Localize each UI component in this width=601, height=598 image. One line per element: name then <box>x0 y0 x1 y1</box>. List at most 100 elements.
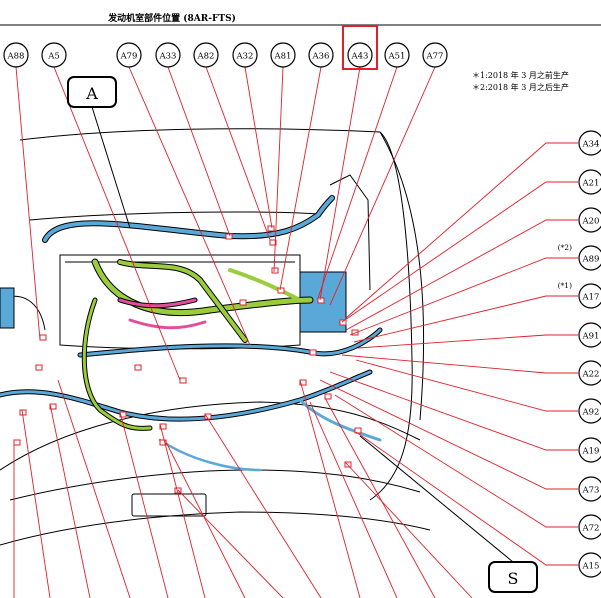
callout-a73[interactable]: A73 <box>578 476 601 502</box>
callout-label: A34 <box>582 140 600 150</box>
callout-circle <box>578 207 601 233</box>
leader-a72 <box>334 394 578 528</box>
leader-a89 <box>349 257 578 336</box>
callout-a88[interactable]: A88 <box>3 42 29 68</box>
callout-a91[interactable]: A91 <box>578 322 601 348</box>
callout-a15[interactable]: A15 <box>578 552 601 578</box>
leader-a15 <box>355 431 578 566</box>
callout-a43[interactable]: A43 <box>347 42 373 68</box>
callout-label: A20 <box>582 217 600 227</box>
callout-circle <box>578 360 601 386</box>
view-label-a[interactable]: A <box>67 76 117 108</box>
callout-a17[interactable]: A17 (*1) <box>558 281 601 309</box>
callout-label: A17 <box>582 293 600 303</box>
callout-circle <box>232 42 258 68</box>
leader-a33 <box>167 66 231 237</box>
leader-a79 <box>128 66 251 346</box>
leader-bottom <box>177 489 284 598</box>
callout-circle <box>308 42 334 68</box>
leader-a88 <box>15 66 41 341</box>
callout-label: A21 <box>582 179 600 189</box>
diagram-title: 发动机室部件位置 (8AR-FTS) <box>107 12 236 24</box>
callout-circle <box>155 42 181 68</box>
callout-a19[interactable]: A19 <box>578 437 601 463</box>
harness-pink <box>117 297 207 330</box>
callout-a72[interactable]: A72 <box>578 514 601 540</box>
callout-a51[interactable]: A51 <box>384 42 410 68</box>
callout-circle <box>578 283 601 309</box>
callout-circle <box>578 322 601 348</box>
callout-label: A77 <box>426 52 444 62</box>
view-label-a-text: A <box>85 84 98 103</box>
leader-a21 <box>341 181 578 323</box>
callout-label: A15 <box>582 562 600 572</box>
callout-circle <box>578 514 601 540</box>
callout-circle <box>422 42 448 68</box>
callout-label: A81 <box>274 52 292 62</box>
leader-a73 <box>319 379 578 490</box>
callout-label: A22 <box>582 370 600 380</box>
callout-a33[interactable]: A33 <box>155 42 181 68</box>
callout-circle <box>578 437 601 463</box>
callout-a21[interactable]: A21 <box>578 169 601 195</box>
callout-circle <box>3 42 29 68</box>
callout-circle <box>193 42 219 68</box>
callout-a22[interactable]: A22 <box>578 360 601 386</box>
callout-a92[interactable]: A92 <box>578 398 601 424</box>
callout-circle <box>578 476 601 502</box>
callout-circle <box>347 42 373 68</box>
callout-a34[interactable]: A34 <box>578 130 601 156</box>
callout-label: A79 <box>120 52 138 62</box>
leader-bottom <box>204 413 322 598</box>
callout-circle <box>578 552 601 578</box>
leader-bottom <box>119 411 169 598</box>
leader-lines <box>13 66 578 598</box>
callout-a32[interactable]: A32 <box>232 42 258 68</box>
view-label-s[interactable]: S <box>488 561 538 593</box>
view-label-s-text: S <box>508 569 519 588</box>
callout-label: A72 <box>582 524 600 534</box>
callout-a77[interactable]: A77 <box>422 42 448 68</box>
callout-a89[interactable]: A89(*2) <box>558 243 601 271</box>
callout-a79[interactable]: A79 <box>116 42 142 68</box>
callout-label: A92 <box>582 408 600 418</box>
callout-circle <box>384 42 410 68</box>
leader-bottom <box>344 461 473 598</box>
top-connector-callouts: A88 A5 A79 A33 A82 A32 A81 A36 A43 A51 A77 <box>3 42 448 68</box>
callout-circle <box>41 42 67 68</box>
callout-label: A51 <box>388 52 406 62</box>
leader-bottom <box>309 401 398 598</box>
note-2: ＊2:2018 年 3 月之后生产 <box>472 82 569 92</box>
callout-label: A5 <box>47 52 60 62</box>
callout-a36[interactable]: A36 <box>308 42 334 68</box>
leader-bottom <box>57 379 131 598</box>
callout-circle <box>578 245 601 271</box>
leader-a32 <box>244 66 273 229</box>
callout-a5[interactable]: A5 <box>41 42 67 68</box>
callout-note: (*1) <box>558 281 572 290</box>
leader-a36 <box>279 66 322 291</box>
callout-circle <box>116 42 142 68</box>
callout-circle <box>578 169 601 195</box>
leader-a20 <box>345 219 578 331</box>
callout-circle <box>578 398 601 424</box>
leader-a5 <box>53 66 181 381</box>
callout-a82[interactable]: A82 <box>193 42 219 68</box>
leader-a77 <box>329 66 436 306</box>
callout-label: A88 <box>7 52 25 62</box>
leader-bottom <box>164 439 246 598</box>
callout-label: A32 <box>236 52 254 62</box>
leader-bottom <box>159 423 206 598</box>
callout-circle <box>270 42 296 68</box>
leader-a17 <box>353 295 578 343</box>
callout-label: A89 <box>582 255 600 265</box>
callout-a81[interactable]: A81 <box>270 42 296 68</box>
callout-a20[interactable]: A20 <box>578 207 601 233</box>
leader-a92 <box>355 359 578 412</box>
highlight-box <box>342 25 378 70</box>
leader-bottom <box>324 397 436 598</box>
leader-bottom <box>49 403 91 598</box>
callout-label: A19 <box>582 447 600 457</box>
leader-a34 <box>345 142 578 319</box>
